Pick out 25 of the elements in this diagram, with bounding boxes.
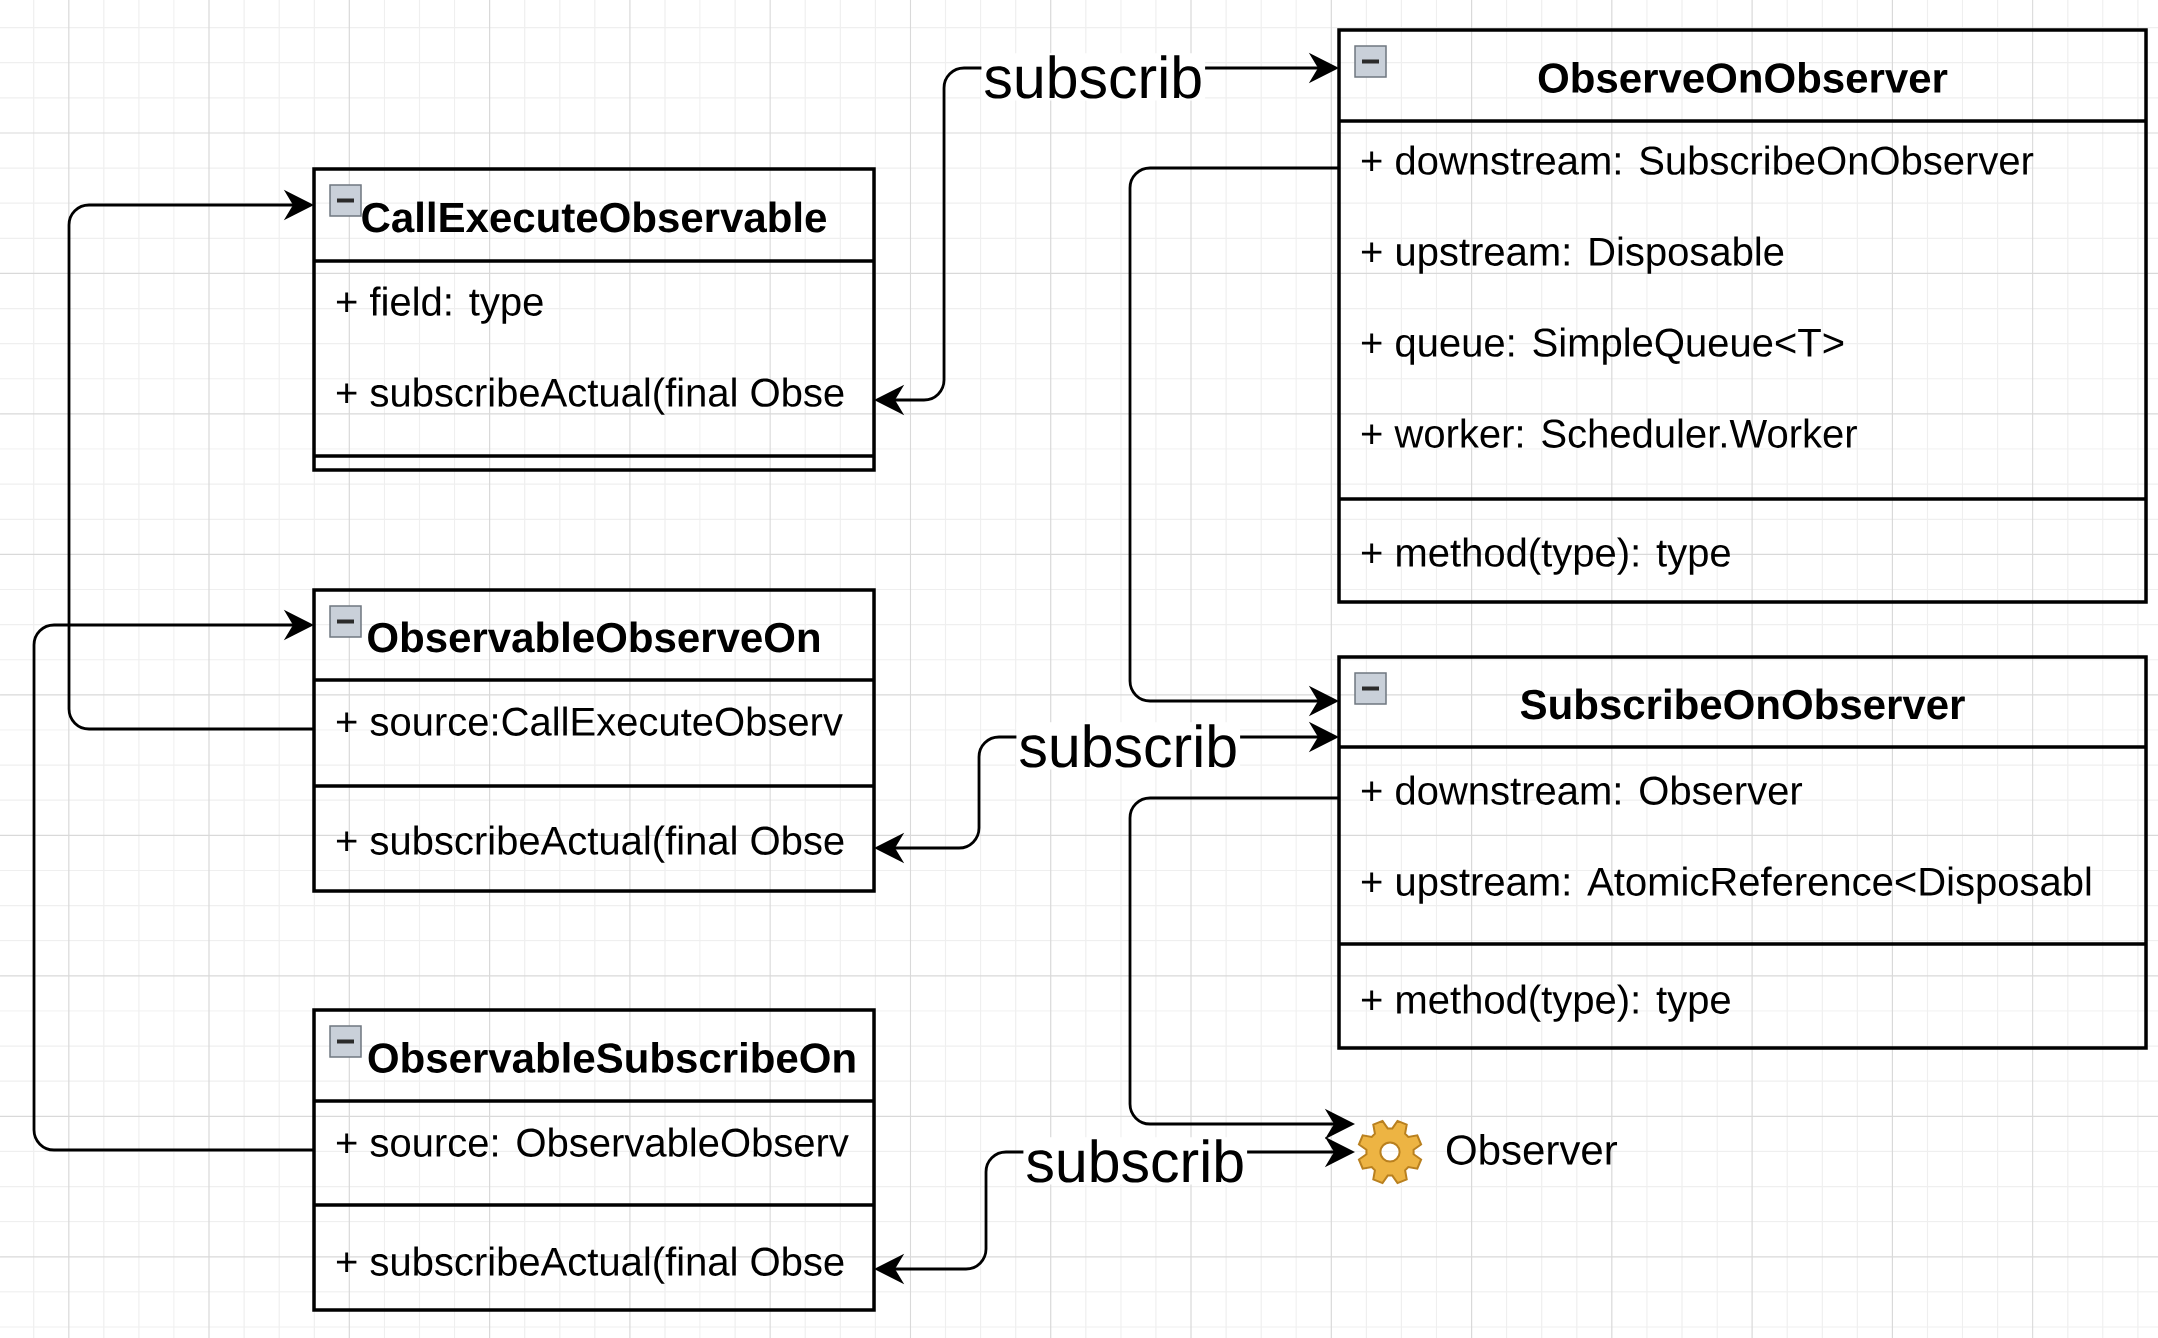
class-member: + subscribeActual(final Obse [336,377,844,415]
class-member: + downstream: Observer [1361,775,1803,805]
edge-label: subscrib [981,53,1206,101]
arrow [67,189,314,731]
class-member: + method(type): type [1361,984,1730,1022]
class-member: + queue: SimpleQueue<T> [1361,327,1844,365]
class-title: CallExecuteObservable [362,201,826,233]
class-member: + worker: Scheduler.Worker [1361,418,1857,448]
class-label: Observer [1447,1134,1618,1165]
class-member: + field: type [336,286,543,324]
class-member: + subscribeActual(final Obse [336,825,844,863]
edge-label: subscrib [1023,1137,1248,1185]
class-title: ObservableSubscribeOn [368,1042,855,1073]
class-member: + downstream: SubscribeOnObserver [1361,145,2034,175]
class-title: SubscribeOnObserver [1520,688,1965,720]
class-member: + upstream: AtomicReference<Disposabl [1361,866,2091,904]
class-member: + source: ObservableObserv [336,1127,849,1157]
class-title: ObserveOnObserver [1538,62,1948,93]
class-member: + subscribeActual(final Obse [336,1246,844,1284]
class-member: + method(type): type [1361,537,1730,575]
arrow [32,609,314,1152]
edge-label: subscrib [1016,722,1241,770]
class-member: + upstream: Disposable [1361,236,1784,274]
class-member: + source:CallExecuteObserv [336,706,843,736]
class-title: ObservableObserveOn [368,621,819,653]
